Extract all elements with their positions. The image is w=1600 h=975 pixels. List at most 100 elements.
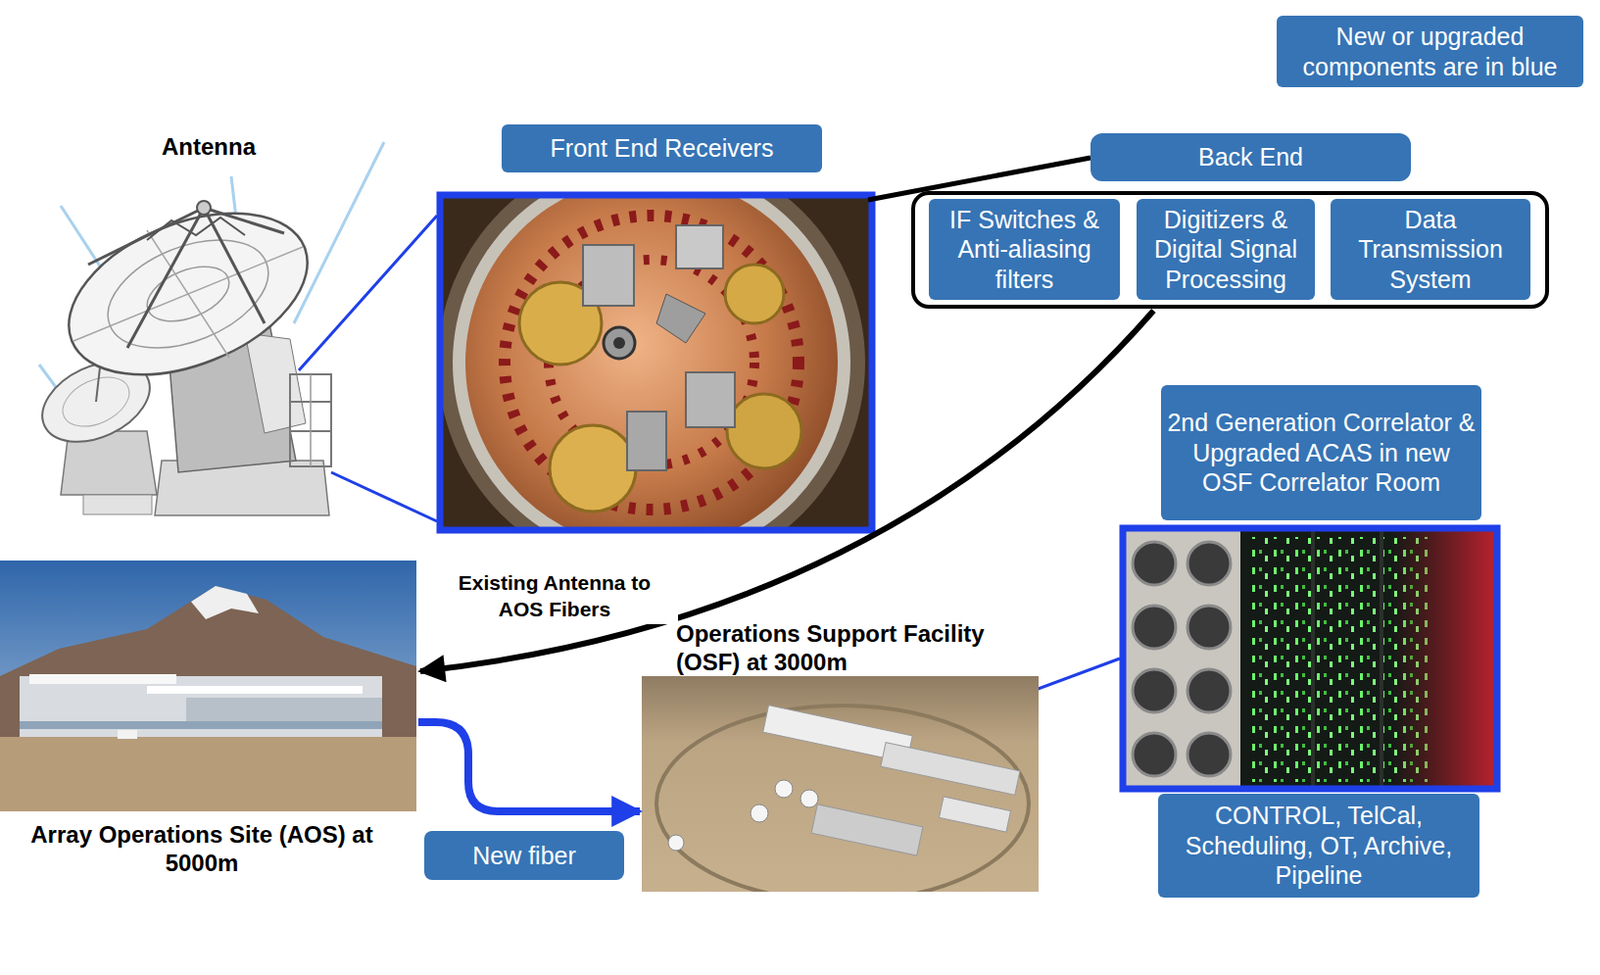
osf-photo <box>641 676 1039 892</box>
signal-rays-part <box>293 142 385 324</box>
receiver-photo-part-part <box>613 337 626 349</box>
quadrupod-part <box>127 207 204 348</box>
label-pill: New fiber <box>424 830 625 880</box>
site-caption: Array Operations Site (AOS) at 5000m <box>0 821 404 878</box>
correlator-photo-part-part <box>1310 528 1315 789</box>
correlator-photo-part-part <box>1379 528 1384 789</box>
dish-symbol-part <box>668 834 684 851</box>
fan-symbol-part <box>1132 605 1176 649</box>
large-antenna-part <box>244 333 306 434</box>
fan-symbol-part <box>1187 669 1231 713</box>
legend-note: New or upgraded components are in blue <box>1276 15 1584 88</box>
fan-symbol-part <box>1187 605 1231 649</box>
receiver-photo-part-part <box>549 425 636 512</box>
aos-photo-part <box>0 736 417 812</box>
receiver-photo <box>436 148 875 577</box>
large-antenna-part <box>196 200 211 215</box>
correlator-photo-part-part <box>1391 528 1501 789</box>
label-block: Antenna <box>107 133 310 162</box>
osf-photo-part <box>880 742 1020 796</box>
box-text: CONTROL, TelCal, Scheduling, OT, Archive… <box>1163 800 1474 891</box>
large-antenna-part <box>146 230 230 358</box>
osf-photo-part <box>938 796 1011 832</box>
antenna-illustration <box>29 142 385 516</box>
correlator-photo-part-part <box>1119 525 1501 792</box>
correlator-photo-part-part <box>1122 528 1241 789</box>
site-photo: Operations Support Facility (OSF) at 300… <box>641 620 1039 892</box>
figure-label: Antenna <box>107 133 310 162</box>
aos-photo-part <box>186 697 383 723</box>
receiver-photo-part-part <box>676 225 724 269</box>
osf-photo-part <box>656 705 1029 892</box>
site-caption: Operations Support Facility (OSF) at 300… <box>676 620 1010 678</box>
large-antenna-part <box>309 374 312 467</box>
aos-photo-part <box>19 676 383 737</box>
aos-photo-part <box>29 674 177 684</box>
box-text: 2nd Generation Correlator & Upgraded ACA… <box>1166 407 1476 498</box>
group-box: Back EndIF Switches & Anti-aliasing filt… <box>911 191 1550 309</box>
leader-line-part <box>331 472 437 522</box>
fan-symbol-part <box>1187 732 1231 776</box>
aos-photo-part <box>191 585 259 620</box>
receiver-photo-part <box>439 194 873 531</box>
correlator-photo <box>1119 525 1501 792</box>
receiver-photo-part-part <box>582 244 634 306</box>
receiver-photo-part-part <box>465 192 838 534</box>
leader-line <box>298 215 437 522</box>
process-box: IF Switches & Anti-aliasing filters <box>928 198 1120 300</box>
fan-symbol <box>1132 541 1231 776</box>
receiver-photo-part-part <box>727 393 802 469</box>
quadrupod-part <box>146 217 245 241</box>
process-box: Data Transmission System <box>1330 198 1531 300</box>
process-box: 2nd Generation Correlator & Upgraded ACA… <box>1161 385 1482 521</box>
fan-symbol-part <box>1132 541 1176 585</box>
caption-block: Operations Support Facility (OSF) at 300… <box>676 620 1010 678</box>
small-antenna-part <box>83 494 152 515</box>
leader-line-part <box>298 215 437 371</box>
process-box: CONTROL, TelCal, Scheduling, OT, Archive… <box>1158 793 1480 898</box>
receiver-photo-part-part <box>685 372 735 428</box>
label-block: Existing Antenna to AOS Fibers <box>431 568 679 625</box>
fan-symbol-part <box>1132 732 1176 776</box>
box-text: Digitizers & Digital Signal Processing <box>1142 204 1310 295</box>
receiver-photo-part-part <box>452 192 851 534</box>
receiver-photo-part-part <box>437 192 866 534</box>
receiver-photo-part <box>436 192 875 534</box>
caption-block: Array Operations Site (AOS) at 5000m <box>0 821 404 878</box>
aos-photo-part <box>117 729 138 739</box>
receiver-photo-part-part <box>725 264 784 324</box>
receiver-photo-part-part <box>656 293 706 343</box>
receiver-photo-part-part <box>627 411 667 471</box>
dish-symbol-part <box>750 804 769 823</box>
box-text: IF Switches & Anti-aliasing filters <box>934 204 1115 295</box>
large-antenna-part <box>45 181 331 406</box>
large-antenna-part <box>290 374 332 467</box>
receiver-photo-part-part <box>603 327 635 359</box>
correlator-photo-part-part <box>1240 528 1501 789</box>
aos-photo-part <box>146 685 363 694</box>
dish-symbol-part <box>775 779 793 798</box>
box-text: New or upgraded components are in blue <box>1282 21 1578 82</box>
quadrupod-part <box>88 207 204 265</box>
fan-symbol-part <box>1132 669 1176 713</box>
box-text: Front End Receivers <box>550 133 775 164</box>
dish-symbol-part <box>800 789 819 808</box>
osf-photo-part <box>811 804 923 856</box>
small-antenna-part <box>96 367 100 402</box>
osf-photo-part <box>641 676 1039 892</box>
quadrupod-part <box>203 207 265 324</box>
group-heading: Back End <box>1198 142 1304 173</box>
aos-photo-part <box>0 585 417 745</box>
quadrupod <box>88 207 285 348</box>
correlator-photo-part <box>1119 525 1501 792</box>
aos-photo <box>0 560 417 812</box>
process-box: Front End Receivers <box>501 124 823 173</box>
small-antenna-part <box>54 367 138 437</box>
edge-label: Existing Antenna to AOS Fibers <box>431 568 679 625</box>
dish-symbol <box>668 779 819 851</box>
fiber-arrow <box>420 310 1154 672</box>
aos-photo-part <box>0 560 417 812</box>
large-antenna <box>45 181 332 516</box>
correlator-photo-part <box>1122 528 1498 789</box>
site-photo: Array Operations Site (AOS) at 5000m <box>0 560 419 894</box>
